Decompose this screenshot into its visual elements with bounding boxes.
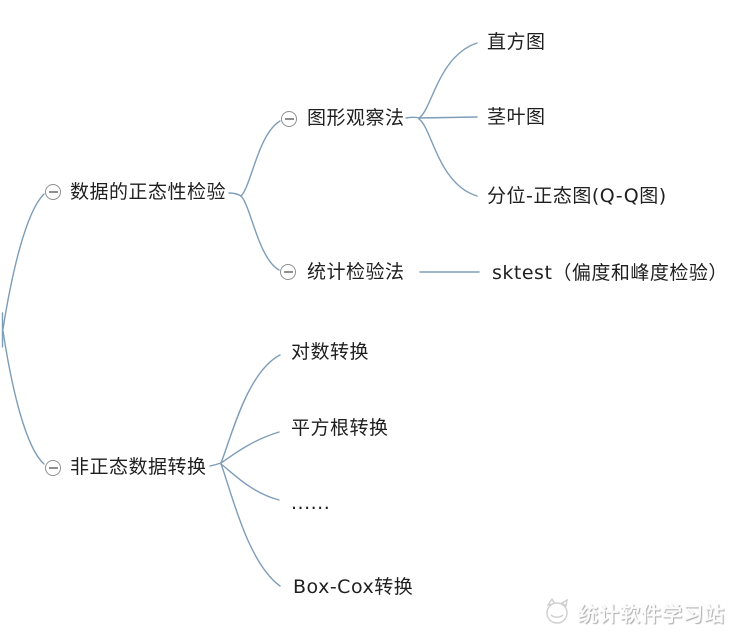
edge-normality-to-statistical xyxy=(240,195,280,271)
edge-root-to-nonnormal-transform xyxy=(2,330,45,465)
watermark: 统计软件学习站 xyxy=(542,596,725,628)
node-stem-leaf-plot[interactable]: 茎叶图 xyxy=(487,106,546,129)
edge-normality-stub xyxy=(228,192,242,197)
edge-graphical-to-stem-leaf xyxy=(418,116,478,119)
node-nonnormal-transform[interactable]: 非正态数据转换 xyxy=(70,456,207,479)
watermark-text: 统计软件学习站 xyxy=(578,601,725,626)
collapse-icon-normality-test[interactable] xyxy=(45,184,61,200)
edge-nonnormal-to-boxcox xyxy=(220,463,281,587)
edge-nonnormal-to-sqrt xyxy=(220,431,280,464)
edge-graphical-to-histogram xyxy=(418,42,478,119)
minus-icon xyxy=(48,467,58,469)
node-normality-test[interactable]: 数据的正态性检验 xyxy=(70,181,227,204)
minus-icon xyxy=(283,271,293,273)
edge-root-to-normality-test xyxy=(2,193,45,330)
node-graphical-method[interactable]: 图形观察法 xyxy=(307,107,405,130)
site-logo-icon xyxy=(546,597,568,624)
node-sktest[interactable]: sktest（偏度和峰度检验） xyxy=(492,262,728,285)
node-ellipsis[interactable]: ...... xyxy=(291,492,331,515)
node-histogram[interactable]: 直方图 xyxy=(487,31,546,54)
node-qq-plot[interactable]: 分位-正态图(Q-Q图) xyxy=(487,185,667,208)
minus-icon xyxy=(48,191,58,193)
edge-nonnormal-to-log xyxy=(220,354,281,464)
node-sqrt-transform[interactable]: 平方根转换 xyxy=(291,417,389,440)
collapse-icon-nonnormal-transform[interactable] xyxy=(45,460,61,476)
edge-nonnormal-to-ellipsis xyxy=(220,463,280,501)
collapse-icon-statistical-method[interactable] xyxy=(280,264,296,280)
minus-icon xyxy=(284,118,294,120)
node-boxcox-transform[interactable]: Box-Cox转换 xyxy=(293,576,414,599)
edge-normality-to-graphical xyxy=(240,120,281,197)
node-statistical-method[interactable]: 统计检验法 xyxy=(307,261,405,284)
collapse-icon-graphical-method[interactable] xyxy=(281,111,297,127)
edge-nonnormal-stub xyxy=(209,462,222,467)
node-log-transform[interactable]: 对数转换 xyxy=(291,341,370,364)
edge-graphical-stub xyxy=(405,116,420,119)
edge-graphical-to-qq-plot xyxy=(418,118,478,197)
